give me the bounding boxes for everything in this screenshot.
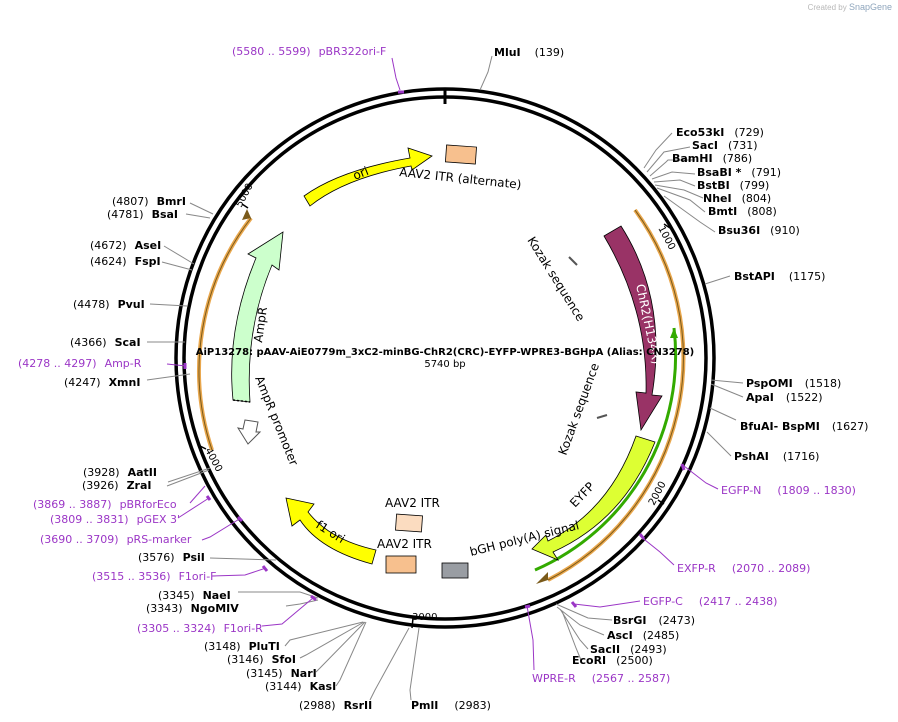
primer-f1ori-r: (3305 .. 3324)F1ori-R <box>137 622 263 635</box>
ori-arrow <box>303 147 433 207</box>
primer-pgex-3: (3809 .. 3831)pGEX 3' <box>50 513 180 526</box>
site-scai: (4366)ScaI <box>70 336 141 349</box>
site-bmri: (4807)BmrI <box>112 195 186 208</box>
f1-ori-arrow <box>285 497 377 565</box>
plasmid-size: 5740 bp <box>424 359 465 370</box>
site-bstbi: BstBI(799) <box>697 179 769 192</box>
site-sacii: SacII(2493) <box>590 643 667 656</box>
primer-leaders <box>166 57 719 671</box>
ampr-arrow <box>231 231 284 403</box>
aav2-itr-box-2 <box>385 555 417 574</box>
site-ecori: EcoRI(2500) <box>572 654 653 667</box>
primer-amp-r: (4278 .. 4297)Amp-R <box>18 357 142 370</box>
tick-1000-mark <box>663 223 671 229</box>
green-track-arrowhead <box>670 328 678 338</box>
site-naei: (3345)NaeI <box>158 589 231 602</box>
watermark-prefix: Created by <box>807 3 847 12</box>
site-rsrii: (2988)RsrII <box>299 699 372 712</box>
primer-exfp-r: EXFP-R(2070 .. 2089) <box>677 562 810 575</box>
site-sfoi: (3146)SfoI <box>227 653 296 666</box>
site-asei: (4672)AseI <box>90 239 161 252</box>
site-apai: ApaI(1522) <box>746 391 822 404</box>
primer-egfp-c: EGFP-C(2417 .. 2438) <box>643 595 777 608</box>
aav2-itr-alternate-box <box>444 144 477 165</box>
ampr-promoter-arrow <box>236 419 262 445</box>
orange-track-left-line <box>198 217 252 451</box>
site-asci: AscI(2485) <box>607 629 679 642</box>
green-track <box>534 327 678 572</box>
primer-wpre-r: WPRE-R(2567 .. 2587) <box>532 672 670 685</box>
site-ngomiv: (3343)NgoMIV <box>146 602 239 615</box>
orange-track-right-line <box>547 209 684 581</box>
site-pspomi: PspOMI(1518) <box>746 377 841 390</box>
site-psii: (3576)PsiI <box>138 551 205 564</box>
kozak-mark-1 <box>568 256 578 266</box>
bgh-polya-box <box>441 562 469 579</box>
ampr-label: AmpR <box>251 306 270 343</box>
tick-3000-mark <box>411 617 414 629</box>
site-kasi: (3144)KasI <box>265 680 336 693</box>
site-saci: SacI(731) <box>692 139 758 152</box>
backbone-outer-ring <box>174 87 716 629</box>
kozak-label-2: Kozak sequence <box>556 361 602 457</box>
primer-prs-marker: (3690 .. 3709)pRS-marker <box>40 533 192 546</box>
site-pshai: PshAI(1716) <box>734 450 819 463</box>
tick-5000-mark <box>241 203 249 209</box>
ampr-start-mark <box>232 399 251 403</box>
orange-track-left-arrowhead <box>242 209 251 220</box>
primer-marks <box>183 90 686 609</box>
primer-f1ori-f: (3515 .. 3536)F1ori-F <box>92 570 217 583</box>
site-bsrgi: BsrGI(2473) <box>613 614 695 627</box>
aav2-itr-alternate-label: AAV2 ITR (alternate) <box>399 165 522 192</box>
aav2-itr-box-1 <box>395 513 423 533</box>
ampr-promoter-label: AmpR promoter <box>252 374 301 468</box>
site-bfuai-bspmi: BfuAI- BspMI(1627) <box>740 420 868 433</box>
primer-pbrforeco: (3869 .. 3887)pBRforEco <box>33 498 177 511</box>
site-fspi: (4624)FspI <box>90 255 161 268</box>
primer-egfp-n: EGFP-N(1809 .. 1830) <box>721 484 856 497</box>
site-pvui: (4478)PvuI <box>73 298 145 311</box>
site-bsai: (4781)BsaI <box>107 208 178 221</box>
site-bamhi: BamHI(786) <box>672 152 752 165</box>
site-pmli: PmlI(2983) <box>411 699 491 712</box>
eyfp-label: EYFP <box>567 479 597 510</box>
tick-2000-mark <box>657 499 665 505</box>
site-bstapi: BstAPI(1175) <box>734 270 825 283</box>
aav2-itr-label-2: AAV2 ITR <box>377 537 432 551</box>
site-zrai: (3926)ZraI <box>82 479 152 492</box>
eyfp-arrow <box>531 435 656 561</box>
kozak-mark-2 <box>596 414 608 419</box>
site-eco53ki: Eco53kI(729) <box>676 126 764 139</box>
snapgene-watermark: Created by SnapGene <box>808 2 892 12</box>
site-mlui: MluI(139) <box>494 46 564 59</box>
chr2-arrow <box>603 225 663 432</box>
orange-track-right-arrowhead <box>536 572 548 584</box>
site-bsabi: BsaBI *(791) <box>697 166 781 179</box>
primer-pbr322ori-f: (5580 .. 5599)pBR322ori-F <box>232 45 386 58</box>
site-leaders <box>146 55 744 701</box>
kozak-label-1: Kozak sequence <box>524 234 587 324</box>
tick-3000-label: 3000 <box>412 612 437 623</box>
tick-4000-mark <box>199 445 207 450</box>
site-bmti: BmtI(808) <box>708 205 777 218</box>
aav2-itr-label-1: AAV2 ITR <box>385 496 440 510</box>
site-pluti: (3148)PluTI <box>204 640 280 653</box>
site-xmni: (4247)XmnI <box>64 376 140 389</box>
site-bsu36i: Bsu36I(910) <box>718 224 800 237</box>
site-nari: (3145)NarI <box>246 667 317 680</box>
site-aatii: (3928)AatII <box>83 466 157 479</box>
watermark-logo-text: SnapGene <box>848 2 892 12</box>
ori-label: ori <box>351 164 371 183</box>
plasmid-title: AiP13278: pAAV-AiE0779m_3xC2-minBG-ChR2(… <box>196 347 695 358</box>
site-nhei: NheI(804) <box>703 192 771 205</box>
